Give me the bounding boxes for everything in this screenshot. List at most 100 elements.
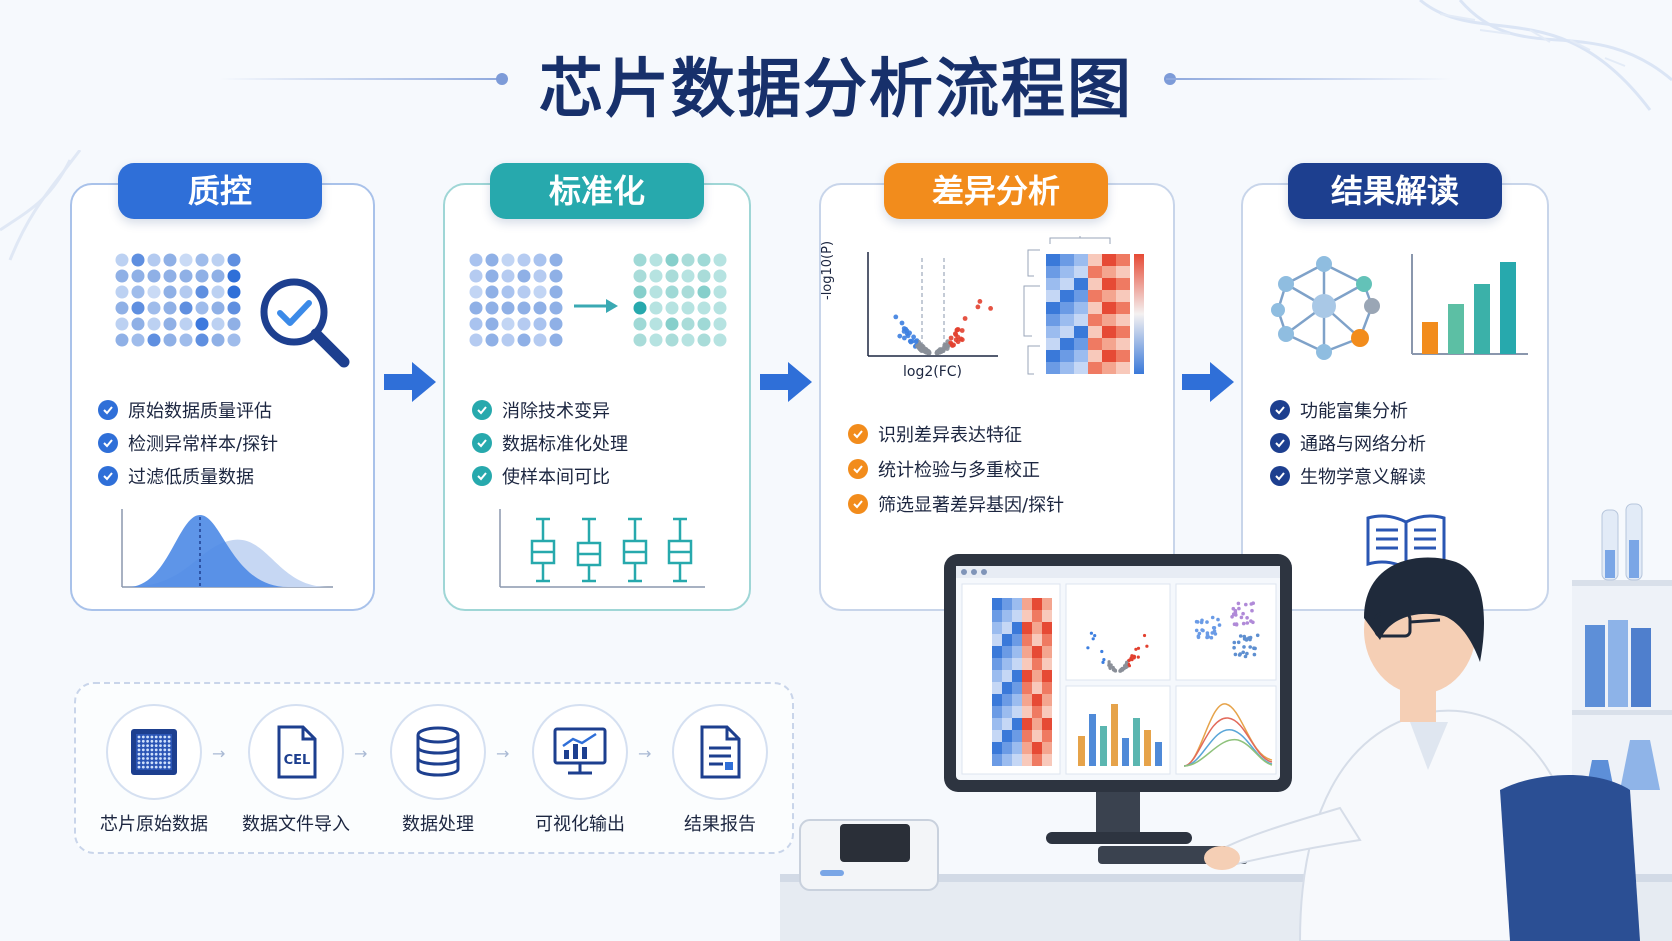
- stage-title-qc: 质控: [118, 163, 322, 219]
- grid-dot: [665, 285, 679, 299]
- screen-heatmap-cell: [1032, 610, 1042, 622]
- grid-dot: [163, 285, 177, 299]
- volcano-point: [897, 333, 903, 339]
- pipeline-label: 可视化输出: [535, 814, 625, 835]
- grid-dot: [681, 301, 695, 315]
- chip-dot: [141, 735, 145, 739]
- screen-heatmap-cell: [1022, 598, 1032, 610]
- screen-heatmap-cell: [1002, 622, 1012, 634]
- volcano-point: [953, 337, 959, 343]
- chip-dot: [137, 765, 141, 769]
- screen-heatmap-cell: [1012, 694, 1022, 706]
- grid-dot: [501, 269, 515, 283]
- check-icon: [1270, 399, 1290, 420]
- grid-dot: [665, 333, 679, 347]
- screen-heatmap-cell: [1042, 646, 1052, 658]
- list-item: 数据标准化处理: [472, 426, 628, 459]
- screen-heatmap-cell: [1032, 706, 1042, 718]
- pipeline-arrow-icon: →: [354, 744, 368, 763]
- check-icon: [848, 493, 868, 514]
- grid-dot: [179, 269, 193, 283]
- report-document-icon: [700, 725, 741, 779]
- chip-dot: [141, 757, 145, 760]
- grid-dot: [131, 269, 145, 283]
- screen-heatmap-cell: [1012, 670, 1022, 682]
- screen-heatmap-cell: [1012, 622, 1022, 634]
- screen-pca-point: [1245, 651, 1249, 656]
- screen-heatmap-cell: [1022, 718, 1032, 730]
- screen-volcano-point: [1089, 631, 1093, 635]
- chair: [1500, 775, 1640, 941]
- screen-heatmap-cell: [1002, 610, 1012, 622]
- screen-heatmap-cell: [1032, 718, 1042, 730]
- grid-dot: [163, 317, 177, 331]
- screen-pca-point: [1236, 601, 1241, 606]
- screen-heatmap-cell: [1032, 742, 1042, 754]
- dna-decoration-left: [0, 150, 82, 261]
- chip-dot: [163, 735, 167, 739]
- screen-volcano-point: [1108, 666, 1112, 670]
- screen-heatmap-cell: [992, 742, 1002, 754]
- screen-heatmap-cell: [1012, 718, 1022, 730]
- screen-heatmap-cell: [1012, 706, 1022, 718]
- chip-dot: [163, 739, 167, 743]
- screen-heatmap-cell: [1042, 754, 1052, 766]
- grid-dot: [115, 301, 129, 315]
- list-item: 生物学意义解读: [1270, 459, 1426, 492]
- list-item: 识别差异表达特征: [848, 416, 1064, 451]
- screen-heatmap-cell: [1032, 682, 1042, 694]
- grid-dot: [227, 269, 241, 283]
- screen-heatmap-cell: [1022, 634, 1032, 646]
- screen-pca-point: [1245, 616, 1249, 620]
- normalize-arrow-icon: [574, 299, 618, 313]
- screen-heatmap-cell: [1002, 730, 1012, 742]
- volcano-point: [940, 348, 946, 353]
- grid-dot: [713, 317, 727, 331]
- screen-bar: [1111, 704, 1118, 766]
- grid-dot: [649, 333, 663, 347]
- chip-dot: [167, 748, 171, 752]
- heatmap-cell: [1088, 302, 1102, 314]
- grid-dot: [179, 333, 193, 347]
- pipeline-step-import: CEL: [248, 704, 344, 800]
- screen-volcano-point: [1101, 660, 1105, 664]
- heatmap-cell: [1116, 290, 1130, 302]
- grid-dot: [649, 285, 663, 299]
- grid-dot: [633, 333, 647, 347]
- grid-dot: [549, 301, 563, 315]
- grid-dot: [501, 301, 515, 315]
- screen-heatmap-cell: [992, 658, 1002, 670]
- chip-dot: [167, 735, 171, 739]
- screen-pca-point: [1213, 632, 1218, 636]
- grid-dot: [211, 285, 225, 299]
- grid-dot: [195, 269, 209, 283]
- stage-items-qc: 原始数据质量评估 检测异常样本/探针 过滤低质量数据: [98, 393, 278, 492]
- grid-dot: [163, 333, 177, 347]
- chip-dot: [163, 748, 167, 752]
- screen-heatmap-cell: [1022, 670, 1032, 682]
- chip-dot: [167, 752, 171, 756]
- screen-pca-point: [1249, 602, 1254, 606]
- grid-dot: [549, 269, 563, 283]
- grid-dot: [179, 285, 193, 299]
- volcano-point: [907, 338, 913, 344]
- screen-heatmap-cell: [1002, 658, 1012, 670]
- grid-dot: [147, 269, 161, 283]
- volcano-point: [935, 349, 940, 355]
- density-plot-qc: [121, 509, 333, 588]
- screen-pca-point: [1196, 635, 1201, 640]
- screen-heatmap-cell: [992, 694, 1002, 706]
- chip-dot: [146, 752, 149, 756]
- screen-heatmap-cell: [992, 682, 1002, 694]
- screen-pca-point: [1231, 606, 1236, 611]
- heatmap-cell: [1102, 314, 1116, 326]
- heatmap-cell: [1074, 326, 1088, 338]
- screen-pca-point: [1252, 652, 1257, 657]
- volcano-point: [975, 304, 981, 310]
- grid-dot: [485, 333, 499, 347]
- heatmap-cell: [1088, 278, 1102, 290]
- chip-dot: [141, 761, 145, 765]
- volcano-point: [962, 316, 968, 321]
- grid-dot: [517, 333, 531, 347]
- pipeline-step-report: [672, 704, 768, 800]
